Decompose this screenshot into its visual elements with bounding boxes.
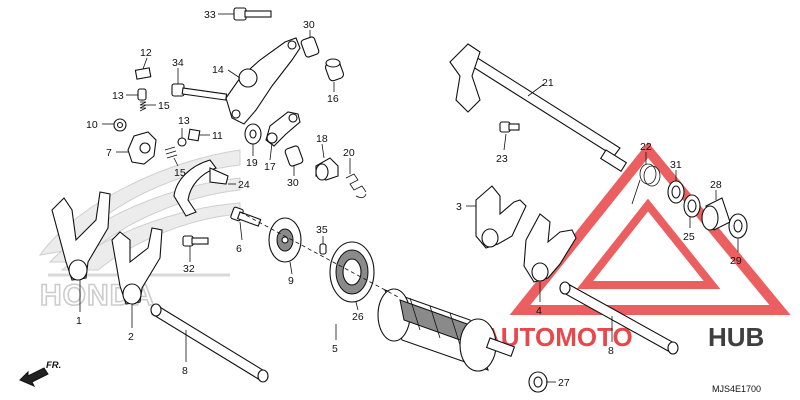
- part-12: [134, 67, 152, 80]
- part-shift-drum-5: [377, 288, 516, 372]
- callout-22: 22: [640, 141, 652, 153]
- callout-34: 34: [172, 57, 184, 69]
- callout-30-mid: 30: [287, 177, 299, 189]
- callout-2: 2: [128, 331, 134, 343]
- callout-25: 25: [683, 231, 695, 243]
- part-collar-16: [324, 58, 345, 82]
- callout-9: 9: [288, 275, 294, 287]
- callout-32: 32: [183, 263, 195, 275]
- callout-28: 28: [710, 179, 722, 191]
- callout-6: 6: [236, 243, 242, 255]
- part-bolt-32: [182, 235, 209, 247]
- watermark-text-dark: HUB: [708, 322, 764, 352]
- callout-3: 3: [456, 201, 462, 213]
- part-plate-24: [173, 159, 229, 217]
- callout-4: 4: [536, 305, 542, 317]
- callout-17: 17: [264, 161, 276, 173]
- part-shaft-8-right: [559, 281, 679, 355]
- part-star-wheel-9: [268, 217, 302, 263]
- part-18: [315, 157, 339, 181]
- part-fork-4: [523, 213, 577, 283]
- callout-33: 33: [204, 9, 216, 21]
- callout-15-lower: 15: [174, 167, 186, 179]
- part-spring-15-lower: [164, 146, 178, 159]
- part-13-small: [177, 137, 187, 147]
- front-direction-label: FR.: [46, 360, 61, 371]
- part-pin-35: [319, 243, 327, 255]
- part-fork-3: [475, 185, 527, 249]
- part-bolt-33: [233, 7, 272, 21]
- callout-5: 5: [332, 343, 338, 355]
- part-10: [113, 118, 127, 132]
- part-bolt-34: [171, 83, 228, 101]
- part-25: [683, 194, 701, 218]
- callout-12: 12: [140, 47, 152, 59]
- part-bolt-6: [230, 206, 262, 227]
- callout-11: 11: [212, 130, 223, 142]
- callout-27: 27: [558, 377, 570, 389]
- part-shaft-8-left: [150, 303, 269, 383]
- part-27: [528, 371, 548, 393]
- callout-13-small: 13: [178, 115, 190, 127]
- part-spring-15: [139, 101, 147, 112]
- callout-7: 7: [106, 147, 112, 159]
- callout-13: 13: [112, 90, 124, 102]
- part-spring-13: [137, 88, 147, 101]
- part-11: [187, 128, 201, 142]
- part-bolt-23: [499, 121, 520, 133]
- callout-23: 23: [496, 153, 508, 165]
- callout-1: 1: [76, 315, 82, 327]
- part-fork-2: [111, 227, 163, 305]
- callout-31: 31: [670, 159, 682, 171]
- part-bearing-28: [701, 197, 731, 231]
- callout-35: 35: [316, 224, 328, 236]
- callout-20: 20: [343, 147, 355, 159]
- part-washer-19: [244, 123, 262, 145]
- part-31: [667, 180, 685, 204]
- callout-21: 21: [542, 77, 554, 89]
- front-direction-arrow: FR.: [19, 360, 61, 387]
- callout-8-right: 8: [608, 345, 614, 357]
- diagram-code: MJS4E1700: [712, 384, 761, 394]
- callouts: 33 30 16 14 34 12 13 15 10 7 13 11 15 19…: [76, 9, 742, 389]
- callout-10: 10: [86, 119, 98, 131]
- callout-15: 15: [158, 100, 170, 112]
- part-fork-1: [51, 191, 111, 281]
- callout-24: 24: [238, 179, 250, 191]
- part-plate-14: [225, 37, 301, 125]
- part-spring-20: [345, 173, 367, 198]
- part-29: [728, 213, 748, 239]
- callout-30-top: 30: [303, 19, 315, 31]
- callout-19: 19: [246, 157, 258, 169]
- part-spring-22: [631, 163, 661, 205]
- part-collar-30-mid: [284, 145, 304, 167]
- part-link-17: [265, 111, 301, 147]
- part-shift-spindle-21: [449, 43, 628, 172]
- callout-14: 14: [212, 64, 224, 76]
- callout-29: 29: [730, 255, 742, 267]
- part-collar-30-top: [300, 36, 320, 58]
- part-stopper-7: [127, 131, 157, 165]
- callout-26: 26: [352, 311, 364, 323]
- callout-16: 16: [327, 93, 339, 105]
- callout-8-left: 8: [182, 365, 188, 377]
- assembly-axis-drum: [239, 211, 401, 299]
- callout-18: 18: [316, 133, 328, 145]
